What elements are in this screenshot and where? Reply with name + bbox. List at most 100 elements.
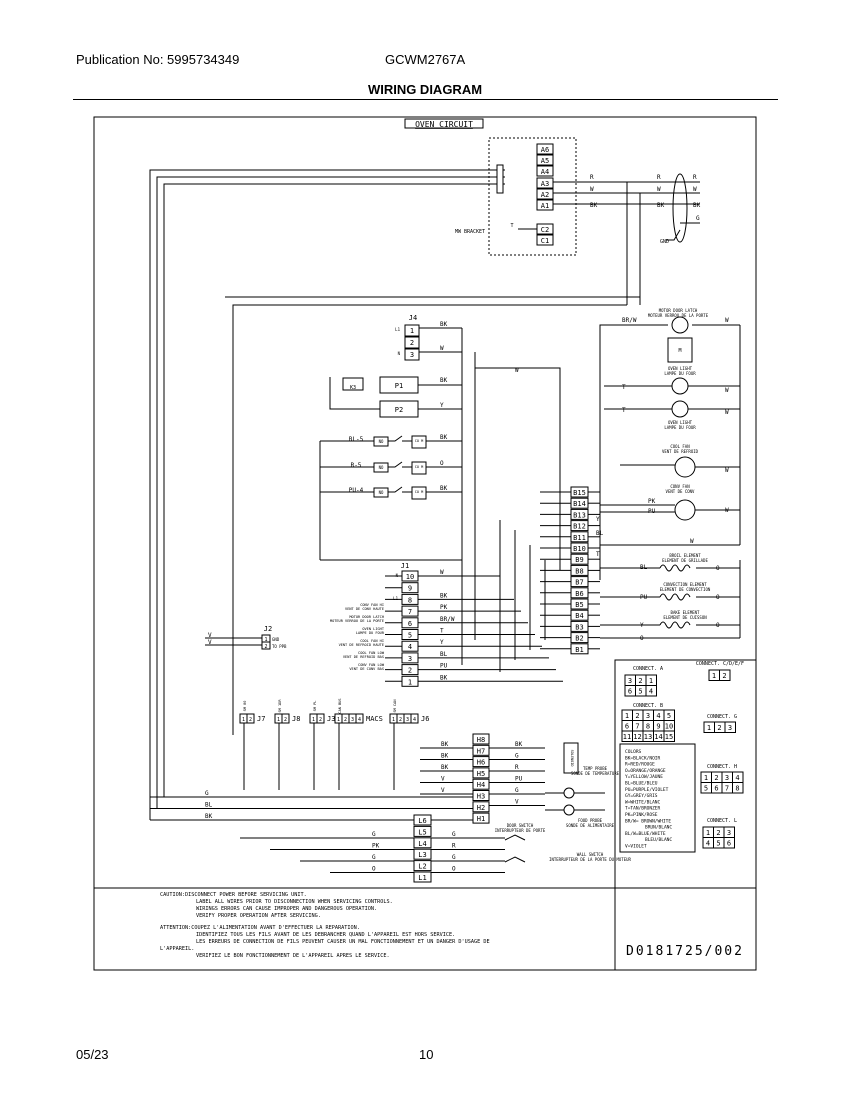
color-legend-line: PK=PINK/ROSE — [625, 812, 658, 818]
conn-caption: CAN BUS — [338, 698, 342, 713]
connect-a-text: 5 — [638, 688, 642, 696]
h-pin-label: H6 — [477, 759, 485, 767]
connect-b-text: 2 — [635, 712, 639, 720]
b-pin-B4 — [570, 609, 589, 621]
c-pin-label: C2 — [541, 226, 549, 234]
j2-pin-text: GND — [272, 637, 280, 642]
h-pin-H4 — [472, 778, 490, 790]
rl-no-box — [373, 436, 389, 447]
caution-line: VERIFIEZ LE BON FONCTIONNEMENT DE L'APPA… — [196, 953, 390, 959]
wire-brw — [599, 324, 668, 580]
j4-pin-label: 1 — [410, 327, 414, 335]
j1-side: N — [396, 573, 399, 578]
temp-probe-label: TEMP PROBE — [583, 766, 608, 771]
wire-label: W — [440, 569, 444, 576]
conv-element-label: CONVECTION ELEMENT — [663, 582, 707, 587]
conn-pin-label: 1 — [337, 717, 340, 723]
b-pin-B3 — [570, 620, 589, 632]
wire-label: W — [725, 317, 729, 324]
connect-b-text: 6 — [625, 723, 629, 731]
conv-element-label: ELEMENT DE CONVECTION — [660, 587, 711, 592]
b-pin-B6 — [570, 587, 589, 599]
j1-func-label: VENT DE REFROID BAS — [343, 655, 384, 659]
l-pin-L4 — [413, 837, 432, 849]
connect-cdef-title: CONNECT. C/D/E/F — [696, 661, 744, 667]
broil-label: BROIL ELEMENT — [669, 553, 701, 558]
wire-label: BK — [440, 321, 448, 328]
relay-p1 — [379, 376, 419, 394]
h-pin-label: H7 — [477, 747, 485, 755]
b-pin-label: B6 — [575, 590, 583, 598]
b-pin-B2 — [570, 632, 589, 644]
conn-name: J3 — [327, 715, 335, 723]
wire-label: BK — [441, 764, 449, 771]
j1-pin-label: 8 — [408, 596, 412, 604]
wire-label: W — [725, 507, 729, 514]
connect-g-text: 2 — [717, 724, 721, 732]
wire-label: T — [622, 384, 626, 391]
j1-pin-2 — [401, 664, 419, 676]
j1-func-label: VENT DE CONV BAS — [349, 667, 384, 671]
j1-pin-1 — [401, 675, 419, 687]
wire-label: G — [372, 831, 376, 838]
a-pin-A4 — [536, 165, 554, 177]
l-pin-L5 — [413, 825, 432, 837]
wire-label: BK — [441, 753, 449, 760]
j2-pin-text: TO PPB — [272, 644, 287, 649]
h-pin-label: H8 — [477, 736, 485, 744]
conn-pin — [316, 713, 325, 724]
wire-label: PK — [440, 604, 448, 611]
wire-label: G — [452, 831, 456, 838]
j2-pin-label: 1 — [264, 637, 267, 643]
l-pin-L2 — [413, 860, 432, 872]
mw-bracket-label: MW BRACKET — [455, 229, 485, 235]
caution-line: L'APPAREIL. — [160, 946, 194, 952]
j1-pin-label: 2 — [408, 667, 412, 675]
connect-l-text: 1 — [706, 829, 710, 837]
relay-label: K3 — [350, 385, 356, 391]
j1-func-label: COOL FAN LOW — [358, 651, 385, 655]
broil-label: ELEMENT DE GRILLADE — [662, 558, 708, 563]
conn-pin-label: 3 — [351, 717, 354, 723]
b-pin-label: B11 — [573, 534, 586, 542]
wire-label: W — [690, 538, 694, 545]
motor-latch-box — [667, 337, 693, 363]
wire-w-long — [475, 367, 561, 570]
conn-name: MACS — [366, 715, 383, 723]
rl-name: PU-4 — [349, 487, 364, 494]
j1-func-label: LAMPE DU FOUR — [356, 631, 385, 635]
a-pin-label: A2 — [541, 191, 549, 199]
a-pin-A3 — [536, 177, 554, 189]
j1-pin-label: 5 — [408, 632, 412, 640]
wire-label: O — [452, 866, 456, 873]
connect-b-text: 10 — [665, 723, 673, 731]
wire-label: V — [515, 799, 519, 806]
j4-side: L1 — [395, 327, 400, 332]
connect-b-text: 8 — [646, 723, 650, 731]
connect-b-text: 9 — [656, 723, 660, 731]
title-rule — [73, 99, 778, 100]
j1-pin-label: 10 — [406, 573, 414, 581]
wire-label: O — [716, 594, 720, 601]
connect-l-text: 6 — [727, 840, 731, 848]
j2-title: J2 — [264, 625, 272, 633]
h-pin-H3 — [472, 790, 490, 801]
motor-latch-coil — [671, 316, 689, 334]
conn-pin-label: 1 — [242, 717, 245, 723]
wire-label: W — [590, 186, 594, 193]
connect-g-text: 3 — [728, 724, 732, 732]
wire-label: BK — [693, 202, 701, 209]
wire-label: BK — [441, 741, 449, 748]
wire-label: T — [440, 628, 444, 635]
wire-label: PU — [640, 594, 648, 601]
j4-pin-1 — [404, 324, 420, 337]
color-legend-line: O=ORANGE/ORANGE — [625, 768, 666, 774]
a-pin-label: A1 — [541, 202, 549, 210]
conv-fan — [674, 499, 696, 521]
conn-pin — [281, 713, 290, 724]
b-pin-label: B9 — [575, 556, 583, 564]
gnd-label: GND — [660, 239, 669, 245]
b-pin-label: B5 — [575, 601, 583, 609]
rl-name: R-5 — [351, 462, 362, 469]
a-pin-label: A3 — [541, 180, 549, 188]
